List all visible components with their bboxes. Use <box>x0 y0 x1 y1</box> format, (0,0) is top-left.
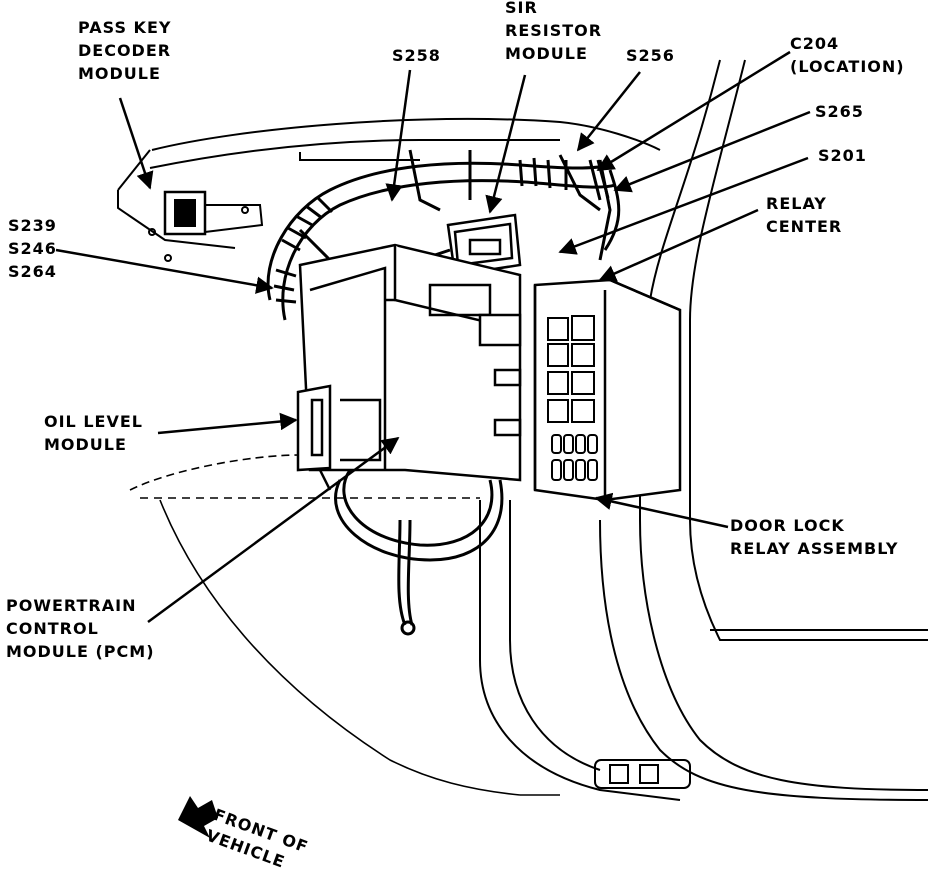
front-of-vehicle-arrow <box>178 796 218 838</box>
label-c204: C204 (LOCATION) <box>790 34 905 76</box>
arrow-pass-key-decoder <box>118 97 154 190</box>
label-pcm: POWERTRAIN CONTROL MODULE (PCM) <box>6 596 155 661</box>
arrow-s258 <box>385 69 412 202</box>
arrow-s239-s246-s264 <box>55 248 274 294</box>
arrow-oil-level <box>157 412 298 435</box>
door-lock-relay <box>551 434 598 481</box>
label-oil-level: OIL LEVEL MODULE <box>44 412 143 454</box>
arrow-c204 <box>596 50 791 172</box>
dash-panel-outline <box>117 117 661 262</box>
arrow-s265 <box>613 110 811 193</box>
floor-outline <box>129 454 560 796</box>
label-relay-center: RELAY CENTER <box>766 194 843 236</box>
arrow-sir-resistor <box>485 74 527 214</box>
label-sir-resistor: SIR RESISTOR MODULE <box>505 0 603 63</box>
arrow-relay-center <box>598 208 759 282</box>
arrow-pcm <box>147 436 400 624</box>
arrow-s201 <box>558 156 809 255</box>
pcm-housing <box>298 243 522 482</box>
label-s265: S265 <box>815 102 864 121</box>
arrow-s256 <box>576 71 641 152</box>
label-s239-s246-s264: S239 S246 S264 <box>8 216 57 281</box>
leader-arrows <box>55 50 811 624</box>
oil-level-module <box>296 384 332 491</box>
label-pass-key-decoder: PASS KEY DECODER MODULE <box>78 18 172 83</box>
arrow-door-lock-relay <box>594 492 729 529</box>
label-s258: S258 <box>392 46 441 65</box>
label-s201: S201 <box>818 146 867 165</box>
a-pillar-outline <box>479 59 928 801</box>
label-door-lock-relay: DOOR LOCK RELAY ASSEMBLY <box>730 516 899 558</box>
relay-block <box>547 315 595 423</box>
label-s256: S256 <box>626 46 675 65</box>
